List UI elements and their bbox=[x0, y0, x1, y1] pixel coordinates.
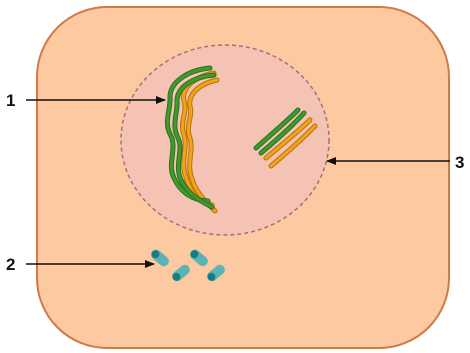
label-1: 1 bbox=[6, 91, 15, 110]
label-2: 2 bbox=[6, 255, 15, 274]
label-3: 3 bbox=[455, 153, 464, 172]
